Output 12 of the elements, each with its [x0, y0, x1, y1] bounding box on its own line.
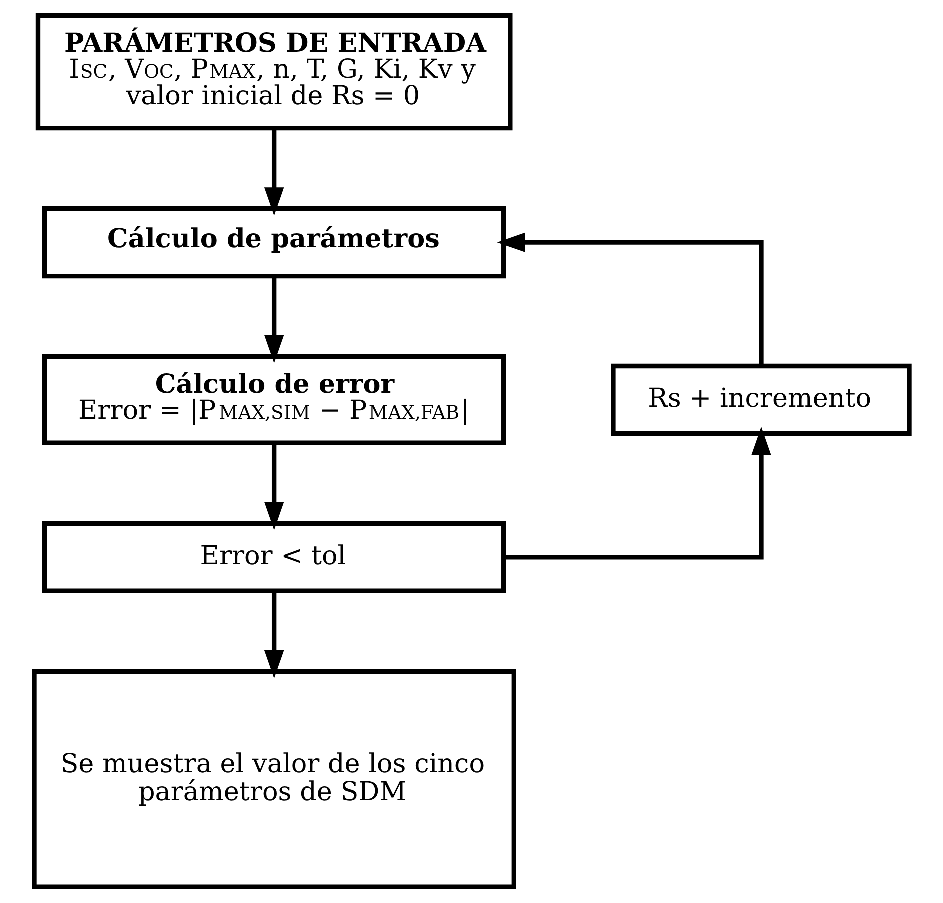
node-box: Rs + incremento [610, 364, 912, 436]
node-box: Cálculo de error Error = |PMAX,SIM − PMAX,FAB| [42, 354, 506, 446]
node-box: Se muestra el valor de los cinco parámetros de SDM [32, 669, 516, 890]
arrow [496, 232, 764, 366]
arrow [264, 592, 284, 679]
node-box: PARÁMETROS DE ENTRADA ISC, VOC, PMAX, n, T, G, Ki, Kv y valor inicial de Rs = 0 [35, 14, 512, 131]
arrow [264, 444, 284, 530]
node-box: Error < tol [42, 521, 506, 594]
node-box: Cálculo de parámetros [42, 206, 506, 279]
arrow [264, 128, 284, 216]
arrow [264, 276, 284, 364]
arrow [504, 427, 771, 560]
